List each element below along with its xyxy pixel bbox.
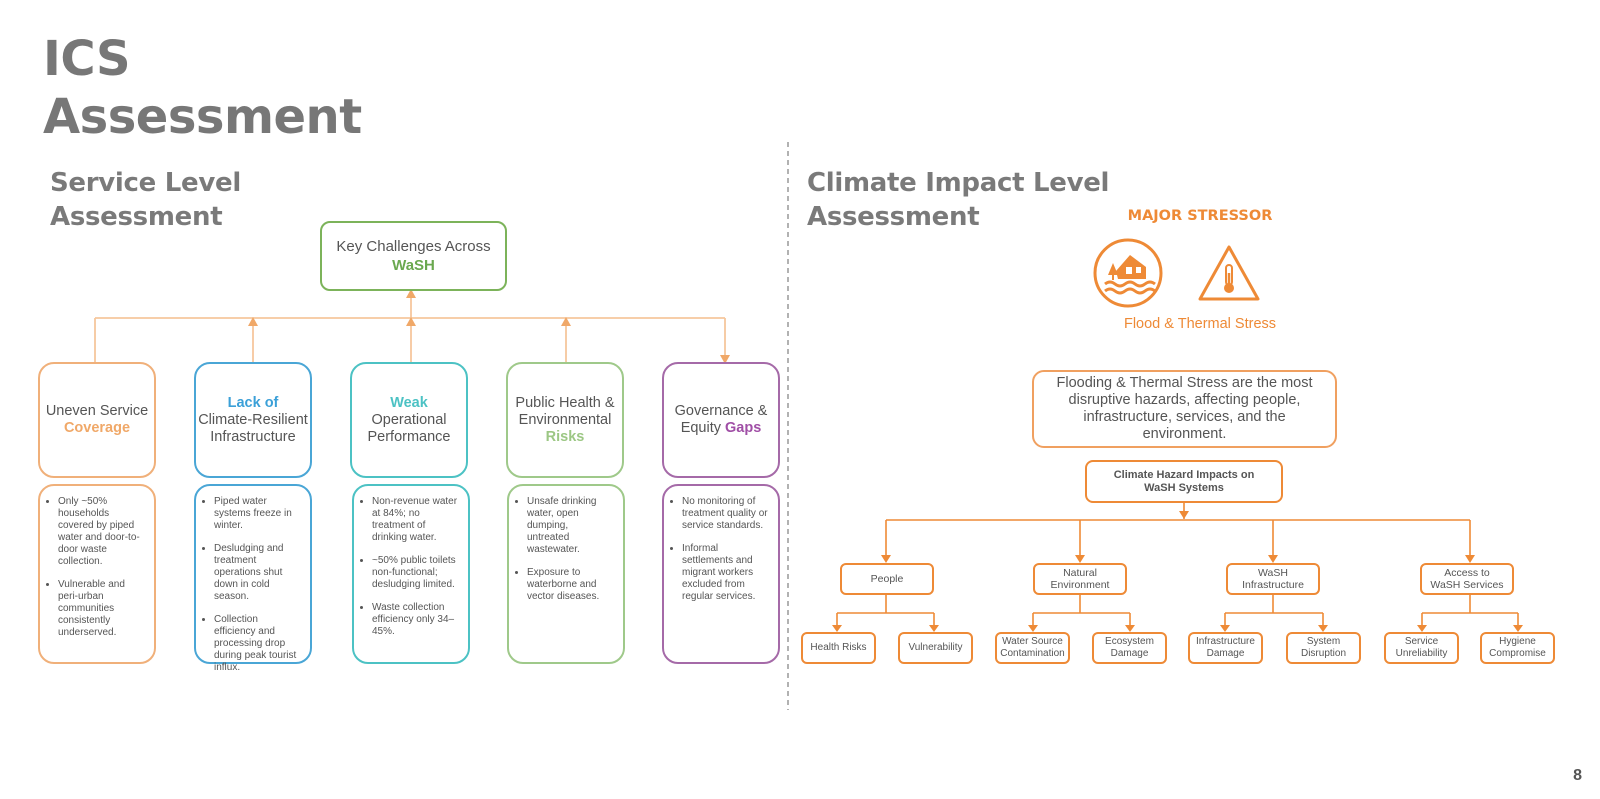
challenge-head-line: Governance & [674,403,768,419]
category-natural-environment: Natural Environment [1033,563,1127,595]
leaf-health-risks: Health Risks [801,632,876,664]
leaf-infrastructure-damage: Infrastructure Damage [1188,632,1263,664]
leaf-label: Disruption [1300,648,1347,659]
challenge-detail-health: Unsafe drinking water, open dumping, unt… [507,484,625,664]
leaf-label: Vulnerability [908,642,963,653]
challenge-head-health: Public Health & Environmental Risks [506,362,624,478]
category-access-services: Access to WaSH Services [1420,563,1514,595]
leaf-label: Damage [1110,648,1149,659]
page-title-line2: Assessment [43,89,362,145]
climate-section-title: Climate Impact Level Assessment [807,166,1109,234]
category-wash-infrastructure: WaSH Infrastructure [1226,563,1320,595]
challenge-bullet: Informal settlements and migrant workers… [682,543,768,603]
category-label: Infrastructure [1242,579,1304,591]
leaf-label: Ecosystem [1105,636,1154,647]
challenge-head-line: Equity [680,420,721,436]
stressor-description: Flooding & Thermal Stress are the most d… [1056,375,1313,442]
challenge-bullet: No monitoring of treatment quality or se… [682,496,768,532]
key-challenges-accent: WaSH [392,257,435,274]
challenge-head-accent: Risks [545,428,585,445]
challenge-head-line: Performance [367,428,451,445]
leaf-label: Compromise [1489,648,1546,659]
challenge-detail-coverage: Only ~50% households covered by piped wa… [38,484,156,664]
service-tree-arrows [248,289,730,364]
climate-title-line1: Climate Impact Level [807,168,1110,198]
stressor-description-box: Flooding & Thermal Stress are the most d… [1032,370,1337,448]
service-section-title: Service Level Assessment [50,166,241,234]
page-title-line1: ICS [43,31,131,87]
major-stressor-title: MAJOR STRESSOR [1127,208,1273,224]
hazard-impacts-label: Climate Hazard Impacts on WaSH Systems [1113,468,1255,494]
category-people: People [840,563,934,595]
challenge-head-coverage: Uneven Service Coverage [38,362,156,478]
challenge-bullet: Waste collection efficiency only 34–45%. [372,602,458,638]
challenge-bullet: Collection efficiency and processing dro… [214,614,300,674]
challenge-head-line: Uneven Service [45,403,149,419]
climate-tree-connectors [836,503,1519,629]
leaf-water-source-contamination: Water Source Contamination [995,632,1070,664]
challenge-bullet: Desludging and treatment operations shut… [214,543,300,603]
challenge-head-accent: Weak [390,394,428,411]
stressor-subtitle: Flood & Thermal Stress [1123,316,1277,332]
challenge-bullet: Piped water systems freeze in winter. [214,496,300,532]
leaf-system-disruption: System Disruption [1286,632,1361,664]
leaf-label: Unreliability [1395,648,1448,659]
leaf-label: Infrastructure [1196,636,1255,647]
category-label: Access to [1444,567,1490,579]
leaf-service-unreliability: Service Unreliability [1384,632,1459,664]
category-label: People [870,573,904,585]
challenge-head-line: Infrastructure [210,428,296,445]
challenge-head-operational: Weak Operational Performance [350,362,468,478]
category-label: WaSH Services [1430,579,1504,591]
service-tree-connectors [94,292,726,362]
challenge-bullet: Exposure to waterborne and vector diseas… [527,567,613,603]
challenge-bullet: Non-revenue water at 84%; no treatment o… [372,496,458,544]
category-label: Environment [1050,579,1110,591]
thermometer-warning-icon [1198,245,1260,301]
challenge-bullet: ~50% public toilets non-functional; desl… [372,555,458,591]
challenge-head-line: Climate-Resilient [198,411,308,428]
leaf-label: System [1306,636,1341,647]
challenge-head-accent: Coverage [63,420,131,436]
challenge-head-governance: Governance & Equity Gaps [662,362,780,478]
leaf-label: Water Source [1002,636,1063,647]
climate-title-line2: Assessment [807,202,980,232]
category-label: WaSH [1258,567,1288,579]
leaf-label: Health Risks [810,642,867,653]
category-label: Natural [1063,567,1097,579]
challenge-head-accent: Gaps [725,420,762,436]
challenge-head-line: Public Health & [515,394,615,411]
challenge-bullet: Only ~50% households covered by piped wa… [58,496,144,568]
key-challenges-label: Key Challenges Across [336,238,491,255]
challenge-detail-governance: No monitoring of treatment quality or se… [662,484,780,664]
challenge-bullet: Unsafe drinking water, open dumping, unt… [527,496,613,556]
leaf-label: Service [1404,636,1439,647]
challenge-head-accent: Lack of [227,394,279,411]
leaf-vulnerability: Vulnerability [898,632,973,664]
challenge-head-line: Operational [371,411,447,428]
challenge-detail-infrastructure: Piped water systems freeze in winter. De… [194,484,312,673]
hazard-impacts-box: Climate Hazard Impacts on WaSH Systems [1085,460,1283,503]
flood-icon [1093,238,1163,308]
leaf-hygiene-compromise: Hygiene Compromise [1480,632,1555,664]
leaf-ecosystem-damage: Ecosystem Damage [1092,632,1167,664]
leaf-label: Damage [1206,648,1245,659]
leaf-label: Hygiene [1499,636,1536,647]
service-title-line1: Service Level [50,168,241,198]
key-challenges-box: Key Challenges Across WaSH [320,221,507,291]
challenge-detail-operational: Non-revenue water at 84%; no treatment o… [352,484,470,664]
challenge-head-line: Environmental [518,411,612,428]
page-number: 8 [1573,767,1582,784]
service-title-line2: Assessment [50,202,223,232]
challenge-bullet: Vulnerable and peri-urban communities co… [58,579,144,639]
climate-tree-arrows [832,511,1523,632]
page-title: ICS Assessment [43,30,362,146]
leaf-label: Contamination [1000,648,1065,659]
challenge-head-infrastructure: Lack of Climate-Resilient Infrastructure [194,362,312,478]
